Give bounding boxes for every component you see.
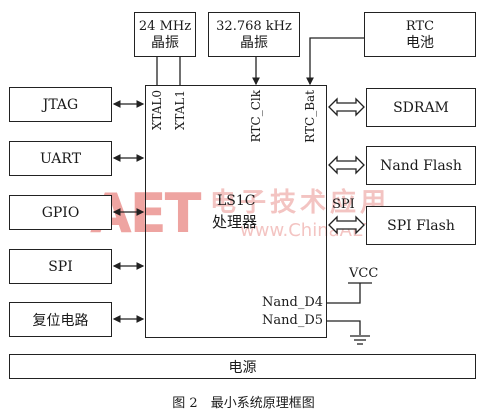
sdram-block: SDRAM: [366, 88, 476, 127]
power-label: 电源: [228, 359, 257, 376]
spi-flash-label: SPI Flash: [387, 217, 455, 234]
jtag-label: JTAG: [42, 96, 79, 113]
crystal-24mhz-box: 24 MHz 晶振: [134, 12, 196, 57]
rtc-bat-arrow: [306, 37, 364, 86]
spi-label: SPI: [48, 258, 73, 275]
processor-block: [145, 85, 327, 338]
crystal-24mhz-label: 晶振: [151, 34, 179, 51]
sdram-bus-arrow: [328, 97, 365, 117]
rtc-battery-label: 电池: [406, 34, 434, 51]
jtag-block: JTAG: [9, 87, 112, 122]
spi-flash-block: SPI Flash: [366, 206, 476, 245]
figure-caption: 图 2 最小系统原理框图: [172, 396, 315, 411]
uart-block: UART: [9, 141, 112, 176]
sdram-label: SDRAM: [393, 99, 449, 116]
pin-nand-d4: Nand_D4: [262, 295, 324, 310]
crystal-32khz-box: 32.768 kHz 晶振: [208, 12, 300, 57]
processor-name: LS1C: [217, 193, 256, 209]
pin-spi: SPI: [332, 197, 355, 212]
pin-nand-d5: Nand_D5: [262, 313, 324, 328]
vcc-label: VCC: [349, 266, 379, 281]
nand-flash-block: Nand Flash: [366, 146, 476, 185]
crystal-32khz-label: 晶振: [240, 34, 268, 51]
rtc-battery-title: RTC: [405, 18, 435, 34]
spi-block: SPI: [9, 249, 112, 284]
nand-bus-arrow: [328, 155, 365, 175]
processor-label: 处理器: [212, 213, 258, 231]
nand-flash-label: Nand Flash: [380, 157, 462, 174]
crystal-32khz-freq: 32.768 kHz: [216, 18, 292, 34]
gpio-label: GPIO: [41, 204, 80, 221]
reset-circuit-label: 复位电路: [32, 312, 89, 329]
spi-flash-bus-arrow: [328, 215, 365, 235]
crystal-24mhz-freq: 24 MHz: [138, 18, 192, 34]
gpio-block: GPIO: [9, 195, 112, 230]
nand-d5-to-ground: [327, 320, 361, 335]
reset-circuit-block: 复位电路: [9, 302, 112, 337]
vcc-to-nand-d4: [327, 283, 361, 304]
power-block: 电源: [9, 354, 476, 379]
uart-label: UART: [39, 150, 82, 167]
rtc-battery-box: RTC 电池: [364, 12, 476, 57]
